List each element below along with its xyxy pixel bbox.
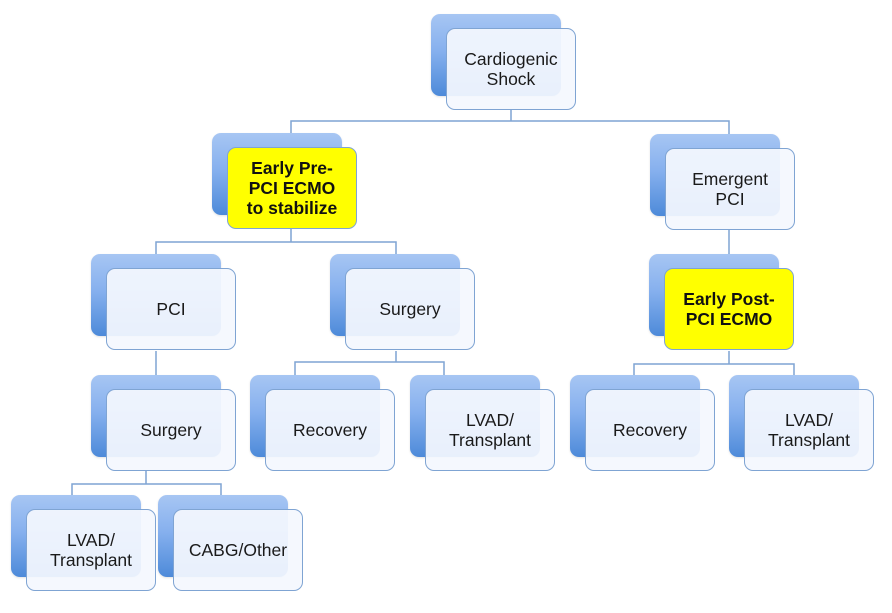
node-label: LVAD/ Transplant <box>767 410 851 450</box>
node-box: Cardiogenic Shock <box>446 28 576 110</box>
node-recovery-right: Recovery <box>570 375 715 471</box>
node-early-post-pci-ecmo: Early Post- PCI ECMO <box>649 254 794 350</box>
node-cabg-other: CABG/Other <box>158 495 303 591</box>
node-label: Emergent PCI <box>692 169 768 209</box>
node-cardiogenic-shock: Cardiogenic Shock <box>431 14 576 110</box>
node-label: Surgery <box>379 299 441 319</box>
node-box-highlighted: Early Pre- PCI ECMO to stabilize <box>227 147 357 229</box>
node-box: CABG/Other <box>173 509 303 591</box>
node-box: LVAD/ Transplant <box>425 389 555 471</box>
node-surgery-mid: Surgery <box>330 254 475 350</box>
node-label: Cardiogenic Shock <box>464 49 558 89</box>
node-box: LVAD/ Transplant <box>26 509 156 591</box>
node-label: LVAD/ Transplant <box>448 410 532 450</box>
node-box: Recovery <box>265 389 395 471</box>
node-label: CABG/Other <box>188 540 288 560</box>
node-box: LVAD/ Transplant <box>744 389 874 471</box>
node-box: Surgery <box>345 268 475 350</box>
node-lvad-transplant-bottom: LVAD/ Transplant <box>11 495 156 591</box>
node-label: Early Pre- PCI ECMO to stabilize <box>246 158 338 218</box>
node-emergent-pci: Emergent PCI <box>650 134 795 230</box>
node-label: Surgery <box>140 420 202 440</box>
node-box-highlighted: Early Post- PCI ECMO <box>664 268 794 350</box>
node-surgery-left: Surgery <box>91 375 236 471</box>
node-label: Early Post- PCI ECMO <box>683 289 775 329</box>
node-recovery-mid: Recovery <box>250 375 395 471</box>
node-pci: PCI <box>91 254 236 350</box>
node-box: Recovery <box>585 389 715 471</box>
node-early-pre-pci-ecmo: Early Pre- PCI ECMO to stabilize <box>212 133 357 229</box>
node-box: Emergent PCI <box>665 148 795 230</box>
node-lvad-transplant-right: LVAD/ Transplant <box>729 375 874 471</box>
node-label: PCI <box>156 299 186 319</box>
node-box: PCI <box>106 268 236 350</box>
node-box: Surgery <box>106 389 236 471</box>
node-lvad-transplant-mid: LVAD/ Transplant <box>410 375 555 471</box>
node-label: Recovery <box>293 420 367 440</box>
node-label: Recovery <box>613 420 687 440</box>
node-label: LVAD/ Transplant <box>49 530 133 570</box>
